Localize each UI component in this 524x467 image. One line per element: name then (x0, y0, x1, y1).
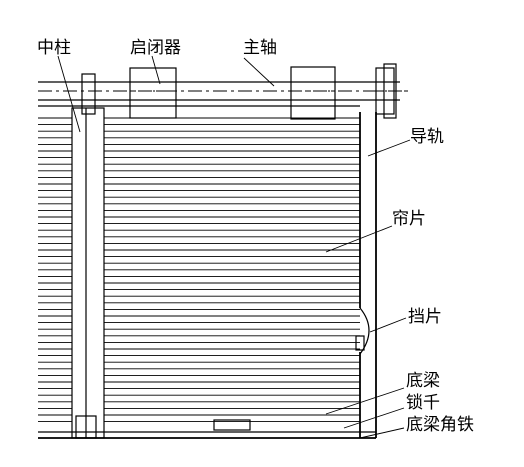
label-center-column: 中柱 (37, 38, 71, 58)
label-main-shaft: 主轴 (243, 38, 277, 58)
opener-block-right (290, 66, 336, 120)
leader-stopper (369, 317, 407, 333)
label-guide-rail: 导轨 (410, 127, 444, 147)
label-stopper: 挡片 (408, 307, 442, 327)
leader-opener (151, 55, 161, 85)
lock-block (213, 419, 251, 431)
stopper (355, 307, 370, 355)
label-bottom-beam-angle-iron: 底梁角铁 (406, 415, 474, 435)
main-shaft (38, 81, 408, 107)
opener-block-left (129, 67, 177, 119)
leader-lines (57, 55, 411, 439)
label-curtain-slat: 帘片 (392, 209, 426, 229)
leader-main-shaft (243, 57, 275, 87)
leader-bottom-beam-angle-iron (359, 427, 405, 439)
leader-curtain-slat (325, 225, 393, 253)
center-column (71, 73, 105, 439)
leader-center-column (57, 55, 81, 133)
label-opener: 启闭器 (130, 38, 181, 58)
curtain-slats (38, 117, 360, 423)
leader-lock (343, 407, 405, 429)
bottom-beam (38, 431, 376, 439)
shaft-end-bracket (375, 63, 408, 119)
label-bottom-beam: 底梁 (406, 371, 440, 391)
label-lock: 锁千 (406, 393, 440, 413)
guide-rail (359, 112, 377, 438)
leader-guide-rail (367, 139, 411, 157)
leader-bottom-beam (325, 387, 405, 415)
